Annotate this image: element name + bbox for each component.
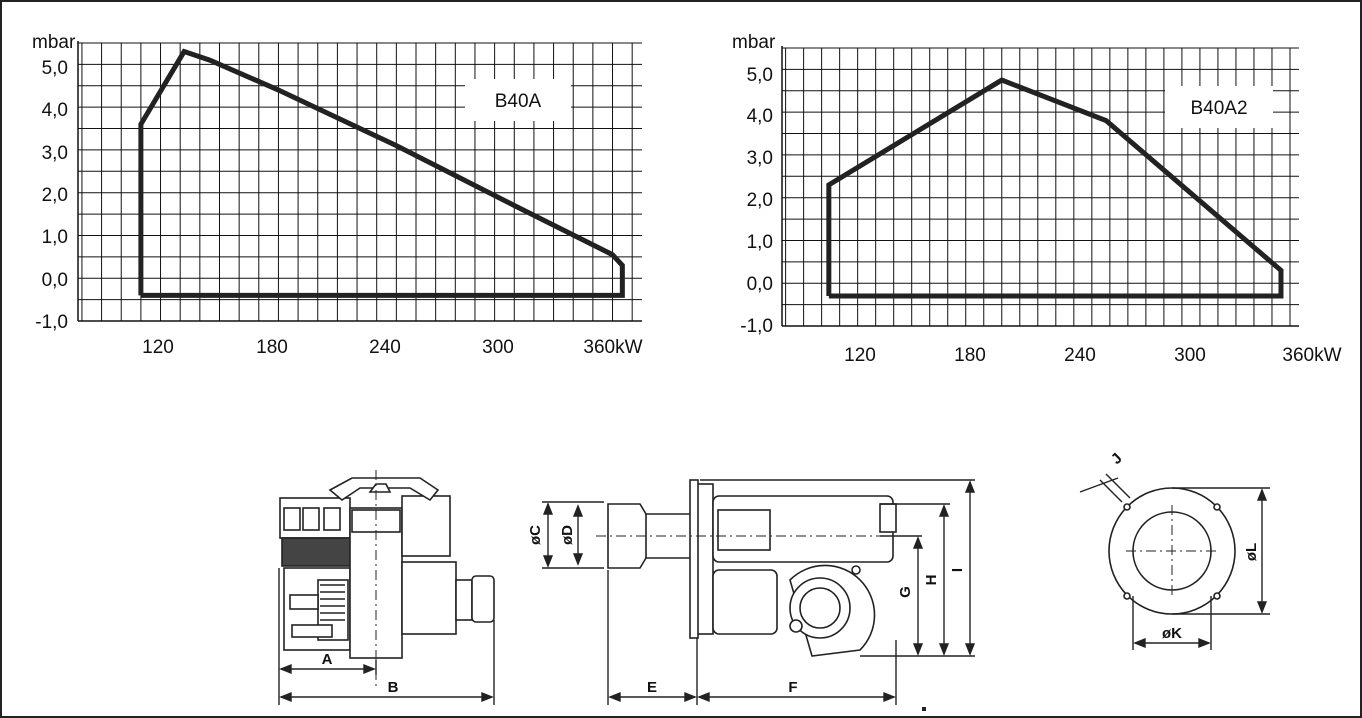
dimension-label-l: øL — [1243, 543, 1260, 561]
y-tick-label: 0,0 — [747, 274, 773, 295]
x-tick-label: 240 — [1064, 345, 1096, 366]
burner-side-view — [279, 470, 495, 690]
x-tick-label: 120 — [844, 345, 876, 366]
dimension-label-e: E — [647, 679, 657, 696]
chart-grid — [782, 47, 1299, 327]
y-tick-label: 5,0 — [42, 58, 68, 79]
dimension-label-i: I — [949, 568, 966, 572]
dimension-a-b — [278, 568, 495, 705]
y-tick-label: 1,0 — [42, 227, 68, 248]
chart-b40a: mbar 5,0 4,0 3,0 2,0 1,0 0,0 -1,0 120 18… — [32, 32, 643, 358]
y-tick-label: 4,0 — [747, 106, 773, 127]
chart-curve — [826, 77, 1284, 299]
working-field-line — [138, 48, 625, 298]
y-unit-label: mbar — [732, 32, 776, 53]
dimension-label-f: F — [788, 679, 797, 696]
chart-axes — [781, 46, 1299, 327]
model-label-box — [465, 79, 571, 121]
x-tick-labels: 120 180 240 300 360kW — [142, 337, 642, 358]
model-label-box — [1165, 86, 1273, 128]
x-tick-label: 120 — [142, 337, 174, 358]
y-tick-label: 2,0 — [42, 185, 68, 206]
dimension-j-k-l — [1079, 473, 1270, 650]
x-tick-label: 240 — [369, 337, 401, 358]
x-tick-label: 300 — [482, 337, 514, 358]
x-tick-label: 300 — [1174, 345, 1206, 366]
x-tick-labels: 120 180 240 300 360kW — [844, 345, 1341, 366]
y-tick-label: 1,0 — [747, 232, 773, 253]
dimension-label-k: øK — [1162, 625, 1182, 642]
dimension-label-h: H — [923, 575, 940, 586]
chart-b40a2: mbar 5,0 4,0 3,0 2,0 1,0 0,0 -1,0 120 18… — [732, 32, 1342, 366]
y-tick-labels: 5,0 4,0 3,0 2,0 1,0 0,0 -1,0 — [35, 58, 68, 333]
y-tick-label: 2,0 — [747, 190, 773, 211]
y-tick-labels: 5,0 4,0 3,0 2,0 1,0 0,0 -1,0 — [740, 65, 773, 337]
x-tick-label: 180 — [256, 337, 288, 358]
chart-axes — [77, 41, 642, 322]
x-tick-label: 360kW — [583, 337, 642, 358]
y-tick-label: -1,0 — [740, 316, 773, 337]
dimension-label-g: G — [897, 586, 914, 598]
y-tick-label: 5,0 — [747, 65, 773, 86]
burner-profile-view — [596, 479, 910, 657]
flange-view — [1108, 487, 1236, 615]
dimension-label-d: øD — [559, 525, 576, 545]
x-tick-label: 360kW — [1282, 345, 1341, 366]
model-label: B40A — [495, 91, 542, 112]
y-tick-label: -1,0 — [35, 312, 68, 333]
chart-curve — [138, 48, 625, 298]
working-field-line — [826, 77, 1284, 299]
chart-grid — [78, 42, 642, 322]
dimension-c-i — [542, 479, 976, 705]
model-label: B40A2 — [1190, 98, 1247, 119]
dimension-label-c: øC — [527, 525, 544, 545]
y-unit-label: mbar — [32, 32, 76, 53]
y-tick-label: 3,0 — [747, 148, 773, 169]
y-tick-label: 4,0 — [42, 100, 68, 121]
dimension-label-b: B — [388, 679, 399, 696]
x-tick-label: 180 — [954, 345, 986, 366]
y-tick-label: 0,0 — [42, 270, 68, 291]
dot-mark — [922, 707, 926, 711]
y-tick-label: 3,0 — [42, 143, 68, 164]
dimension-label-a: A — [322, 651, 333, 668]
